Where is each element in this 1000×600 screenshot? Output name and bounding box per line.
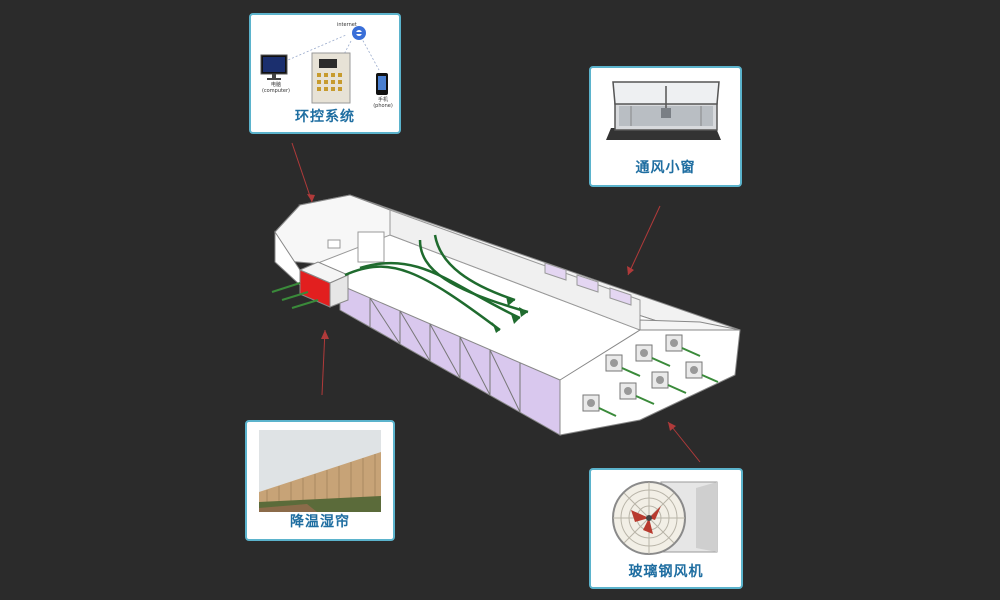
gable-door xyxy=(357,231,385,263)
card-cooling-pad: 降温湿帘 xyxy=(245,420,395,541)
internet-label: internet xyxy=(337,22,357,28)
airflow-arrows xyxy=(344,234,529,332)
computer-icon xyxy=(260,54,288,80)
cooling-pad-photo xyxy=(259,430,381,512)
control-cabinet-icon xyxy=(311,52,351,104)
connector-lines xyxy=(291,142,701,463)
phone-label: 手机 (phone) xyxy=(373,97,393,109)
internet-icon xyxy=(352,26,366,40)
phone-icon xyxy=(376,73,388,95)
frp-fan-graphic xyxy=(612,481,718,555)
control-system-graphic xyxy=(260,26,388,104)
gable-window xyxy=(327,239,341,249)
card-vent-window: 通风小窗 xyxy=(589,66,742,187)
fan-wall-roof xyxy=(639,319,741,331)
vent-window-caption: 通风小窗 xyxy=(635,160,696,176)
cooling-pad-side xyxy=(329,274,349,308)
vent-window-graphic xyxy=(606,81,721,140)
control-system-caption: 环控系统 xyxy=(295,109,355,125)
intake-air-arrows xyxy=(271,282,319,309)
frp-fan-caption: 玻璃钢风机 xyxy=(628,564,704,580)
card-control-system: internet 电脑 (computer) 手机 (phone) 环控系统 xyxy=(249,13,401,134)
cooling-pad-caption: 降温湿帘 xyxy=(290,514,350,530)
computer-label: 电脑 (computer) xyxy=(261,82,290,94)
vent-windows xyxy=(544,262,632,306)
airflow-arrowheads xyxy=(492,296,528,333)
card-frp-fan: 玻璃钢风机 xyxy=(589,468,743,589)
exhaust-fans xyxy=(582,334,719,417)
connector-arrowheads xyxy=(307,194,676,431)
side-wall-panels xyxy=(369,297,521,413)
